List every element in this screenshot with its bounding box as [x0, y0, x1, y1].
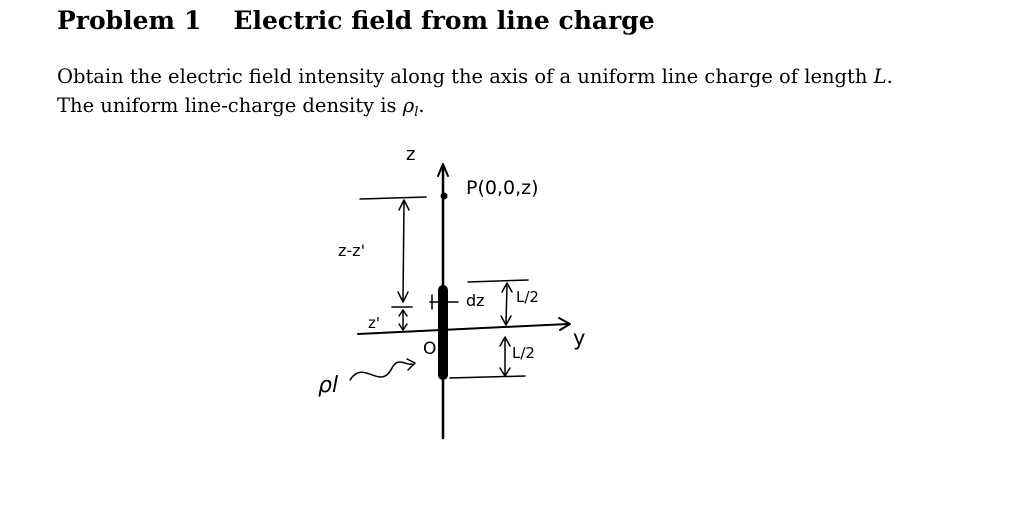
- point-p-marker: [440, 192, 448, 200]
- y-axis-arrowhead-icon: [558, 317, 571, 331]
- p-level-line: [359, 196, 427, 200]
- statement-text-2: The uniform line-charge density is: [57, 94, 403, 117]
- half-length-bottom-label: L/2: [512, 344, 535, 362]
- half-length-bottom-arrow: [499, 336, 511, 377]
- y-axis-label: y: [573, 326, 585, 350]
- density-pointer-squiggle: [349, 361, 413, 381]
- problem-heading: Problem 1 Electric field from line charge: [57, 6, 655, 35]
- distance-arrow-bottom-icon: [397, 291, 409, 303]
- top-end-line: [467, 279, 529, 283]
- half-length-top-arrow: [500, 282, 513, 326]
- density-symbol: ρ: [402, 94, 415, 117]
- density-pointer-arrowhead-icon: [406, 358, 416, 371]
- problem-number: 1: [183, 6, 202, 35]
- element-dz-tick: [429, 294, 459, 310]
- problem-statement: Obtain the electric field intensity alon…: [57, 62, 893, 127]
- problem-label: Problem: [57, 6, 175, 35]
- statement-text-1: Obtain the electric field intensity alon…: [57, 65, 874, 88]
- point-p-label: P(0,0,z): [466, 177, 539, 199]
- z-axis-arrowhead-icon: [437, 163, 449, 177]
- distance-label: z-z': [338, 241, 365, 260]
- density-label: ρl: [318, 373, 338, 398]
- problem-title: Electric field from line charge: [233, 6, 655, 35]
- distance-arrow-line: [402, 201, 405, 301]
- source-pos-arrow: [398, 309, 408, 331]
- distance-arrow-top-icon: [398, 199, 410, 211]
- bottom-end-line: [449, 375, 526, 379]
- statement-line-2: The uniform line-charge density is ρl.: [57, 91, 893, 127]
- statement-period-1: .: [886, 65, 893, 88]
- z-axis-label: z: [406, 144, 415, 165]
- origin-label: O: [423, 339, 436, 359]
- element-dz-label: dz: [466, 291, 485, 310]
- density-subscript: l: [414, 105, 419, 120]
- source-pos-label: z': [368, 314, 380, 332]
- y-axis-line: [357, 323, 569, 335]
- statement-line-1: Obtain the electric field intensity alon…: [57, 62, 893, 91]
- statement-period-2: .: [418, 94, 425, 117]
- length-variable: L: [873, 65, 887, 88]
- half-length-top-label: L/2: [516, 288, 539, 306]
- line-charge-diagram: z y P(0,0,z) O z-z' z' dz L/2 L/2 ρl: [318, 144, 585, 440]
